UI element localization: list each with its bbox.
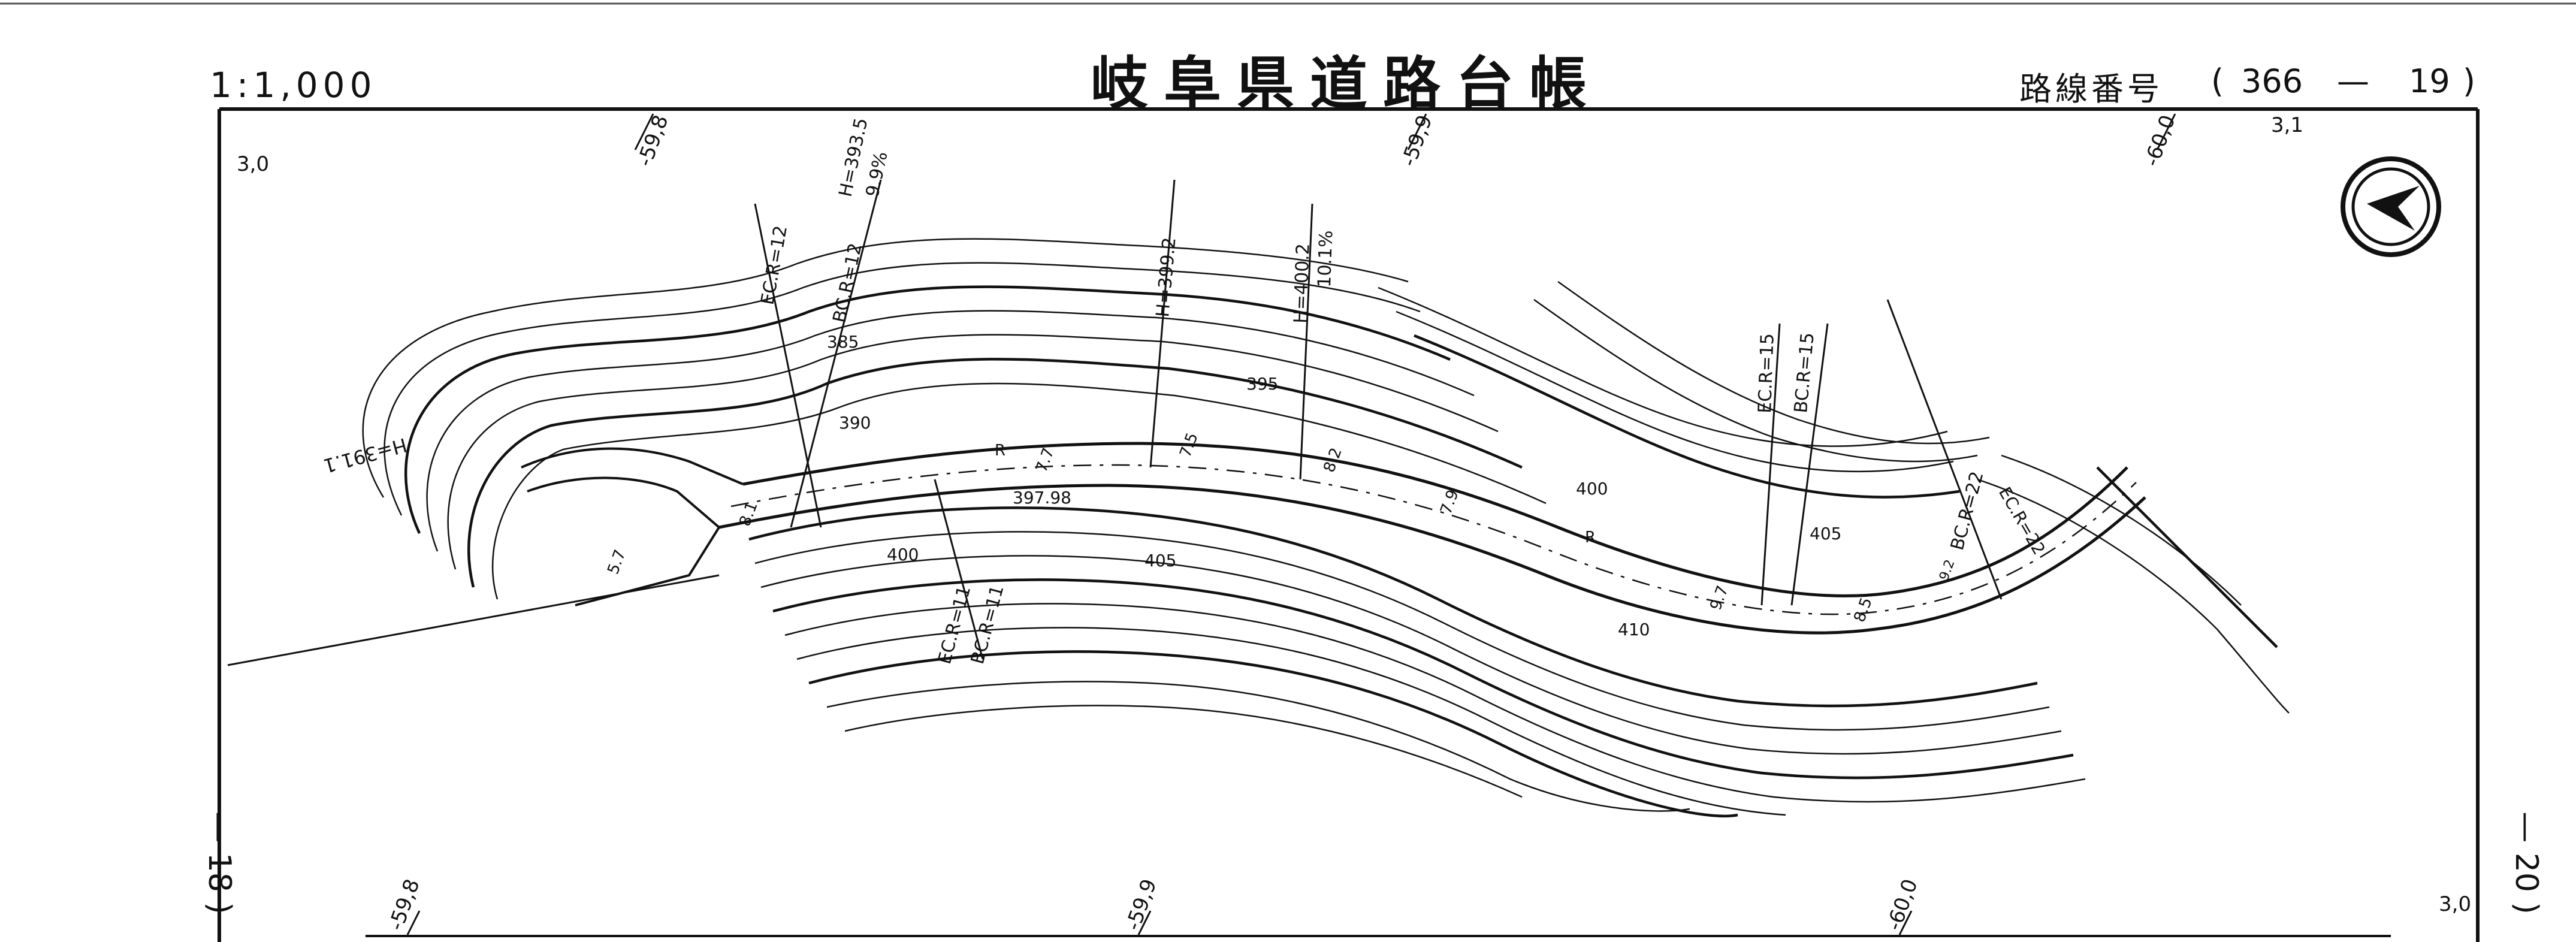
route-separator: — — [2337, 62, 2369, 100]
grid-ticks — [406, 113, 2176, 935]
contour-label: 410 — [1618, 620, 1650, 639]
grid-label: 3,0 — [237, 152, 269, 176]
width-label: 7.7 — [1032, 445, 1058, 475]
grid-label: -59,8 — [384, 876, 425, 934]
contour-label: 390 — [839, 413, 871, 433]
grid-label: -60,0 — [1882, 876, 1923, 934]
width-label: 9.7 — [1707, 583, 1732, 612]
north-arrow-icon — [2341, 156, 2441, 257]
grid-label: -59,9 — [1397, 112, 1438, 170]
grade-label: 9.9% — [862, 150, 892, 199]
curve-label: EC.R=15 — [1754, 333, 1778, 414]
curve-label: BC.R=12 — [829, 241, 866, 325]
route-number: 366 — [2241, 62, 2303, 100]
route-section: 19 — [2409, 62, 2450, 100]
width-label: 8.2 — [1320, 445, 1345, 475]
scale-label: 1:1,000 — [210, 65, 377, 105]
contour-label: 405 — [1144, 551, 1176, 570]
width-label: 8.1 — [736, 499, 761, 529]
station-label: R — [1585, 529, 1596, 547]
route-number-label: 路線番号 — [2019, 70, 2163, 108]
elevation-label: H=399.2 — [1152, 237, 1180, 318]
grid-label: -59,9 — [1121, 876, 1162, 934]
contour-label: 400 — [1576, 479, 1608, 499]
station-lines — [754, 179, 2003, 660]
width-label: 5.7 — [604, 547, 629, 576]
grid-label: 3,1 — [2271, 113, 2303, 137]
elevation-label: 397.98 — [1013, 488, 1071, 508]
grade-label: 10.1% — [1314, 230, 1337, 288]
elevation-label: H=400.2 — [1290, 243, 1314, 324]
map-title: 岐阜県道路台帳 — [1091, 50, 1602, 117]
map-frame — [218, 107, 2480, 942]
curve-label: BC.R=22 — [1947, 469, 1988, 552]
curve-label: BC.R=15 — [1790, 331, 1819, 413]
route-close-paren: ) — [2463, 62, 2476, 100]
elevation-label: H=391.1 — [321, 433, 409, 478]
contour-label: 405 — [1810, 524, 1841, 544]
curve-label: EC.R=22 — [1995, 484, 2049, 558]
width-label: 7.5 — [1176, 430, 1201, 460]
contour-label: 395 — [1246, 374, 1278, 394]
grid-label: 3,0 — [2439, 892, 2471, 916]
contour-label: 400 — [887, 545, 919, 564]
station-label: R — [995, 442, 1005, 460]
grid-label: -60,0 — [2140, 112, 2181, 170]
road-alignment — [227, 442, 2146, 666]
contour-label: 385 — [827, 332, 859, 352]
route-open-paren: ( — [2211, 62, 2224, 100]
contour-lines — [362, 238, 2290, 817]
width-label: 8.5 — [1850, 595, 1876, 624]
